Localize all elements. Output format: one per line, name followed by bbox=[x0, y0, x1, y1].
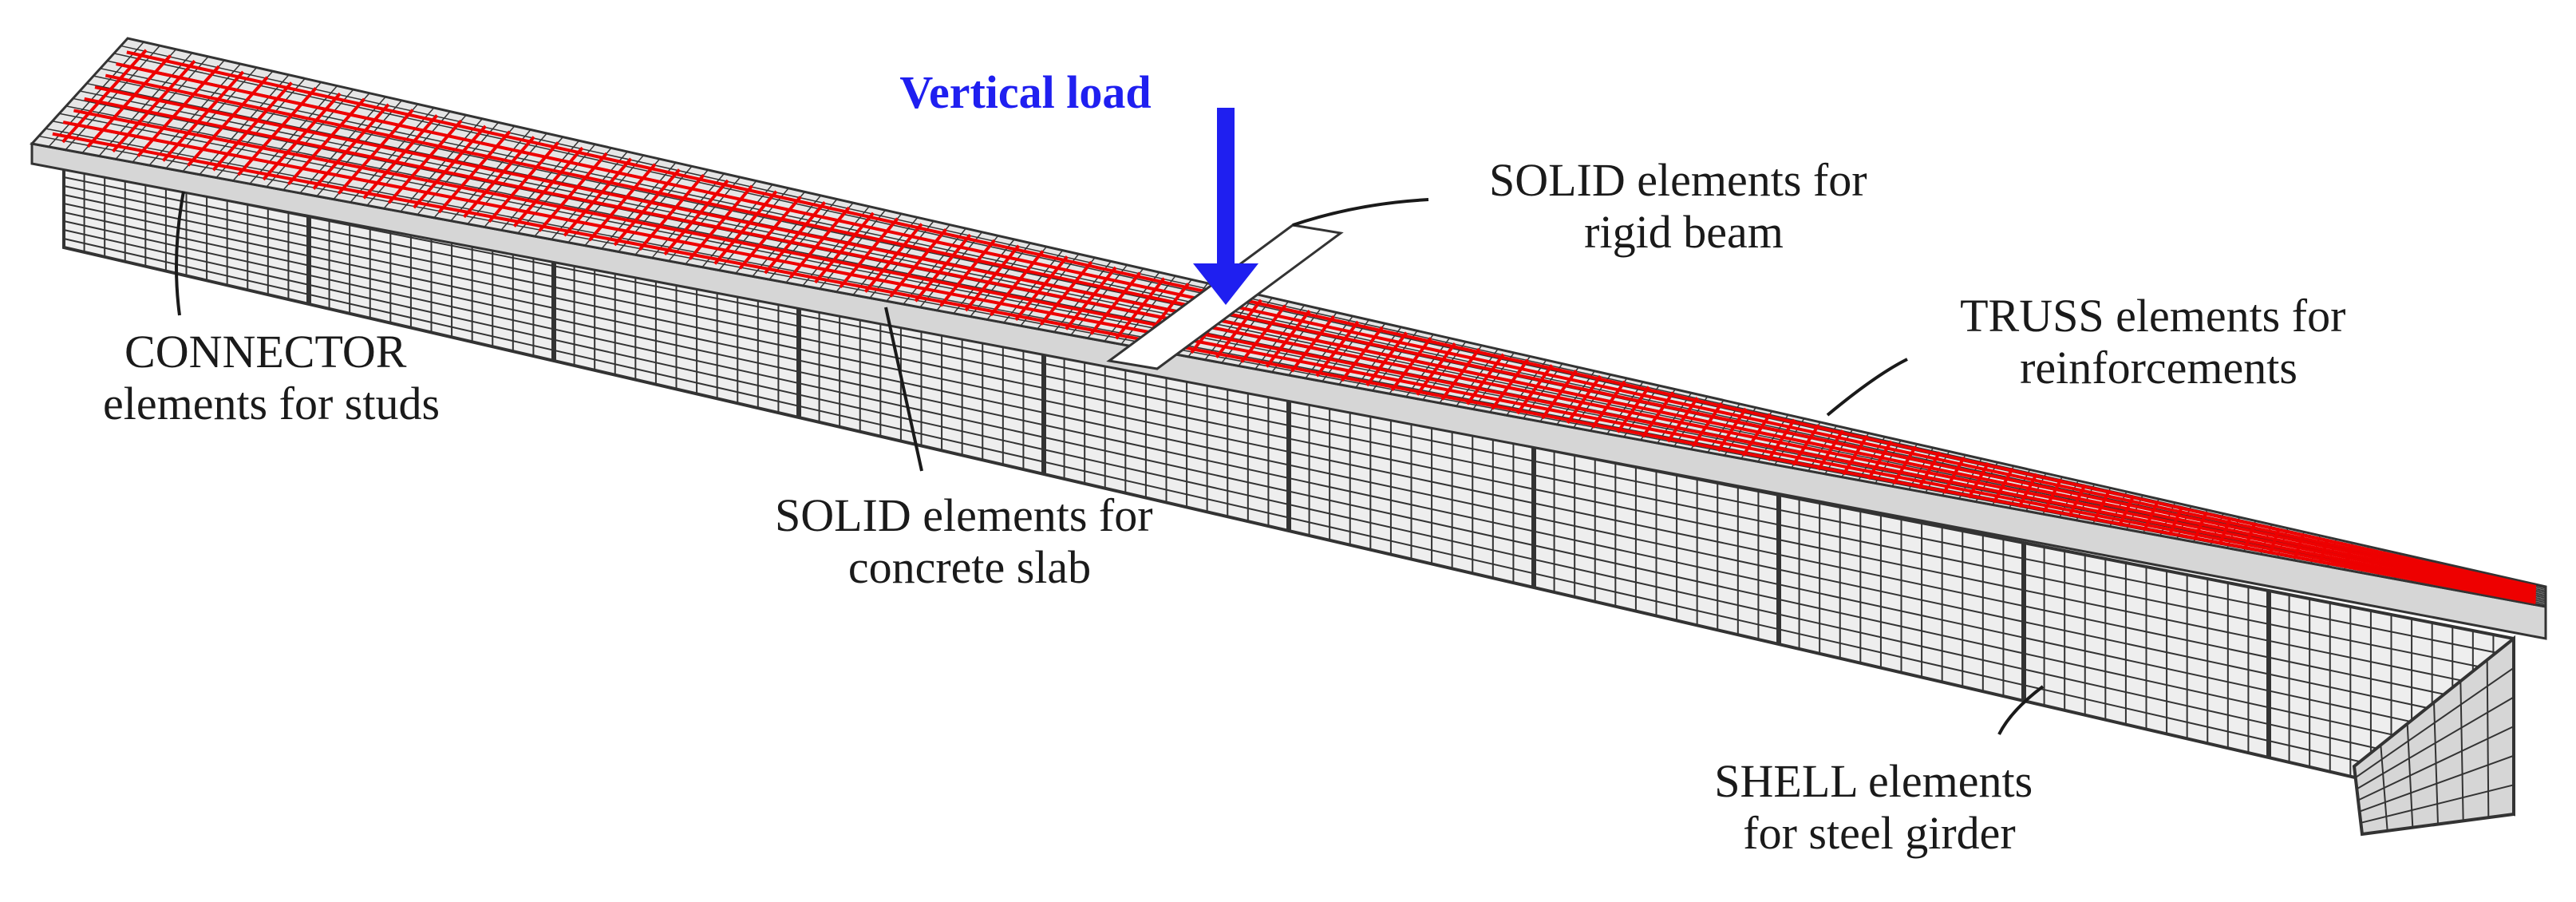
rebar-transverse bbox=[437, 130, 512, 214]
rebar-longitudinal bbox=[52, 132, 2536, 604]
rebar-longitudinal bbox=[84, 97, 2537, 598]
rebar-transverse bbox=[112, 59, 196, 153]
rebar-transverse bbox=[286, 97, 366, 186]
rebar-transverse bbox=[161, 70, 245, 162]
rebar-transverse bbox=[136, 65, 220, 157]
web-mesh-line bbox=[63, 194, 2515, 710]
web-mesh-line bbox=[63, 238, 2515, 797]
reinforcement-label: TRUSS elements for reinforcements bbox=[1960, 290, 2357, 394]
end-mesh-line bbox=[2355, 667, 2515, 778]
rebar-longitudinal bbox=[62, 121, 2536, 602]
web-mesh-line bbox=[63, 176, 2515, 675]
rebar-longitudinal bbox=[126, 50, 2537, 589]
rebar-transverse bbox=[337, 109, 414, 195]
leader-concrete bbox=[884, 307, 923, 472]
rebar-transverse bbox=[413, 125, 487, 209]
studs-label: CONNECTOR elements for studs bbox=[103, 326, 440, 429]
web-mesh-line bbox=[63, 229, 2515, 780]
rebar-longitudinal bbox=[73, 109, 2536, 600]
rebar-longitudinal bbox=[105, 73, 2537, 593]
rebar-transverse bbox=[462, 136, 535, 219]
web-mesh-line bbox=[63, 203, 2515, 727]
rebar-transverse bbox=[61, 49, 148, 144]
concrete-label: SOLID elements for concrete slab bbox=[775, 489, 1164, 593]
vertical-load-arrow bbox=[1193, 108, 1258, 305]
end-mesh-line bbox=[2359, 754, 2515, 813]
rebar-transverse bbox=[237, 87, 318, 176]
rigid-beam-label: SOLID elements for rigid beam bbox=[1489, 154, 1879, 258]
girder-end-mesh bbox=[2355, 659, 2515, 831]
rebar-transverse bbox=[262, 92, 342, 181]
rebar-transverse bbox=[86, 54, 172, 148]
leader-reinforcement bbox=[1826, 358, 1908, 417]
vertical-load-label: Vertical load bbox=[899, 66, 1151, 118]
leader-studs bbox=[175, 191, 185, 316]
leader-girder bbox=[1997, 685, 2045, 735]
rebar-longitudinal bbox=[116, 62, 2537, 591]
leader-rigid-beam bbox=[1292, 198, 1429, 227]
rebar-transverse bbox=[387, 119, 463, 204]
rebar-transverse bbox=[187, 76, 269, 167]
web-mesh-line bbox=[63, 220, 2515, 762]
rebar-transverse bbox=[488, 141, 560, 223]
leader-lines bbox=[175, 191, 2045, 735]
rebar-transverse bbox=[362, 114, 439, 200]
steel-girder-web bbox=[62, 157, 2515, 837]
end-mesh-line bbox=[2356, 696, 2515, 790]
rebar-longitudinal bbox=[94, 85, 2537, 595]
web-mesh-line bbox=[63, 168, 2515, 657]
web-mesh-line bbox=[63, 212, 2515, 745]
concrete-slab bbox=[30, 37, 2547, 640]
end-mesh-line bbox=[2357, 726, 2515, 801]
rebar-transverse bbox=[211, 81, 293, 172]
girder-label: SHELL elements for steel girder bbox=[1714, 755, 2044, 859]
web-mesh-line bbox=[63, 185, 2515, 692]
rebar-transverse bbox=[312, 103, 390, 190]
end-mesh-line bbox=[2361, 784, 2515, 824]
